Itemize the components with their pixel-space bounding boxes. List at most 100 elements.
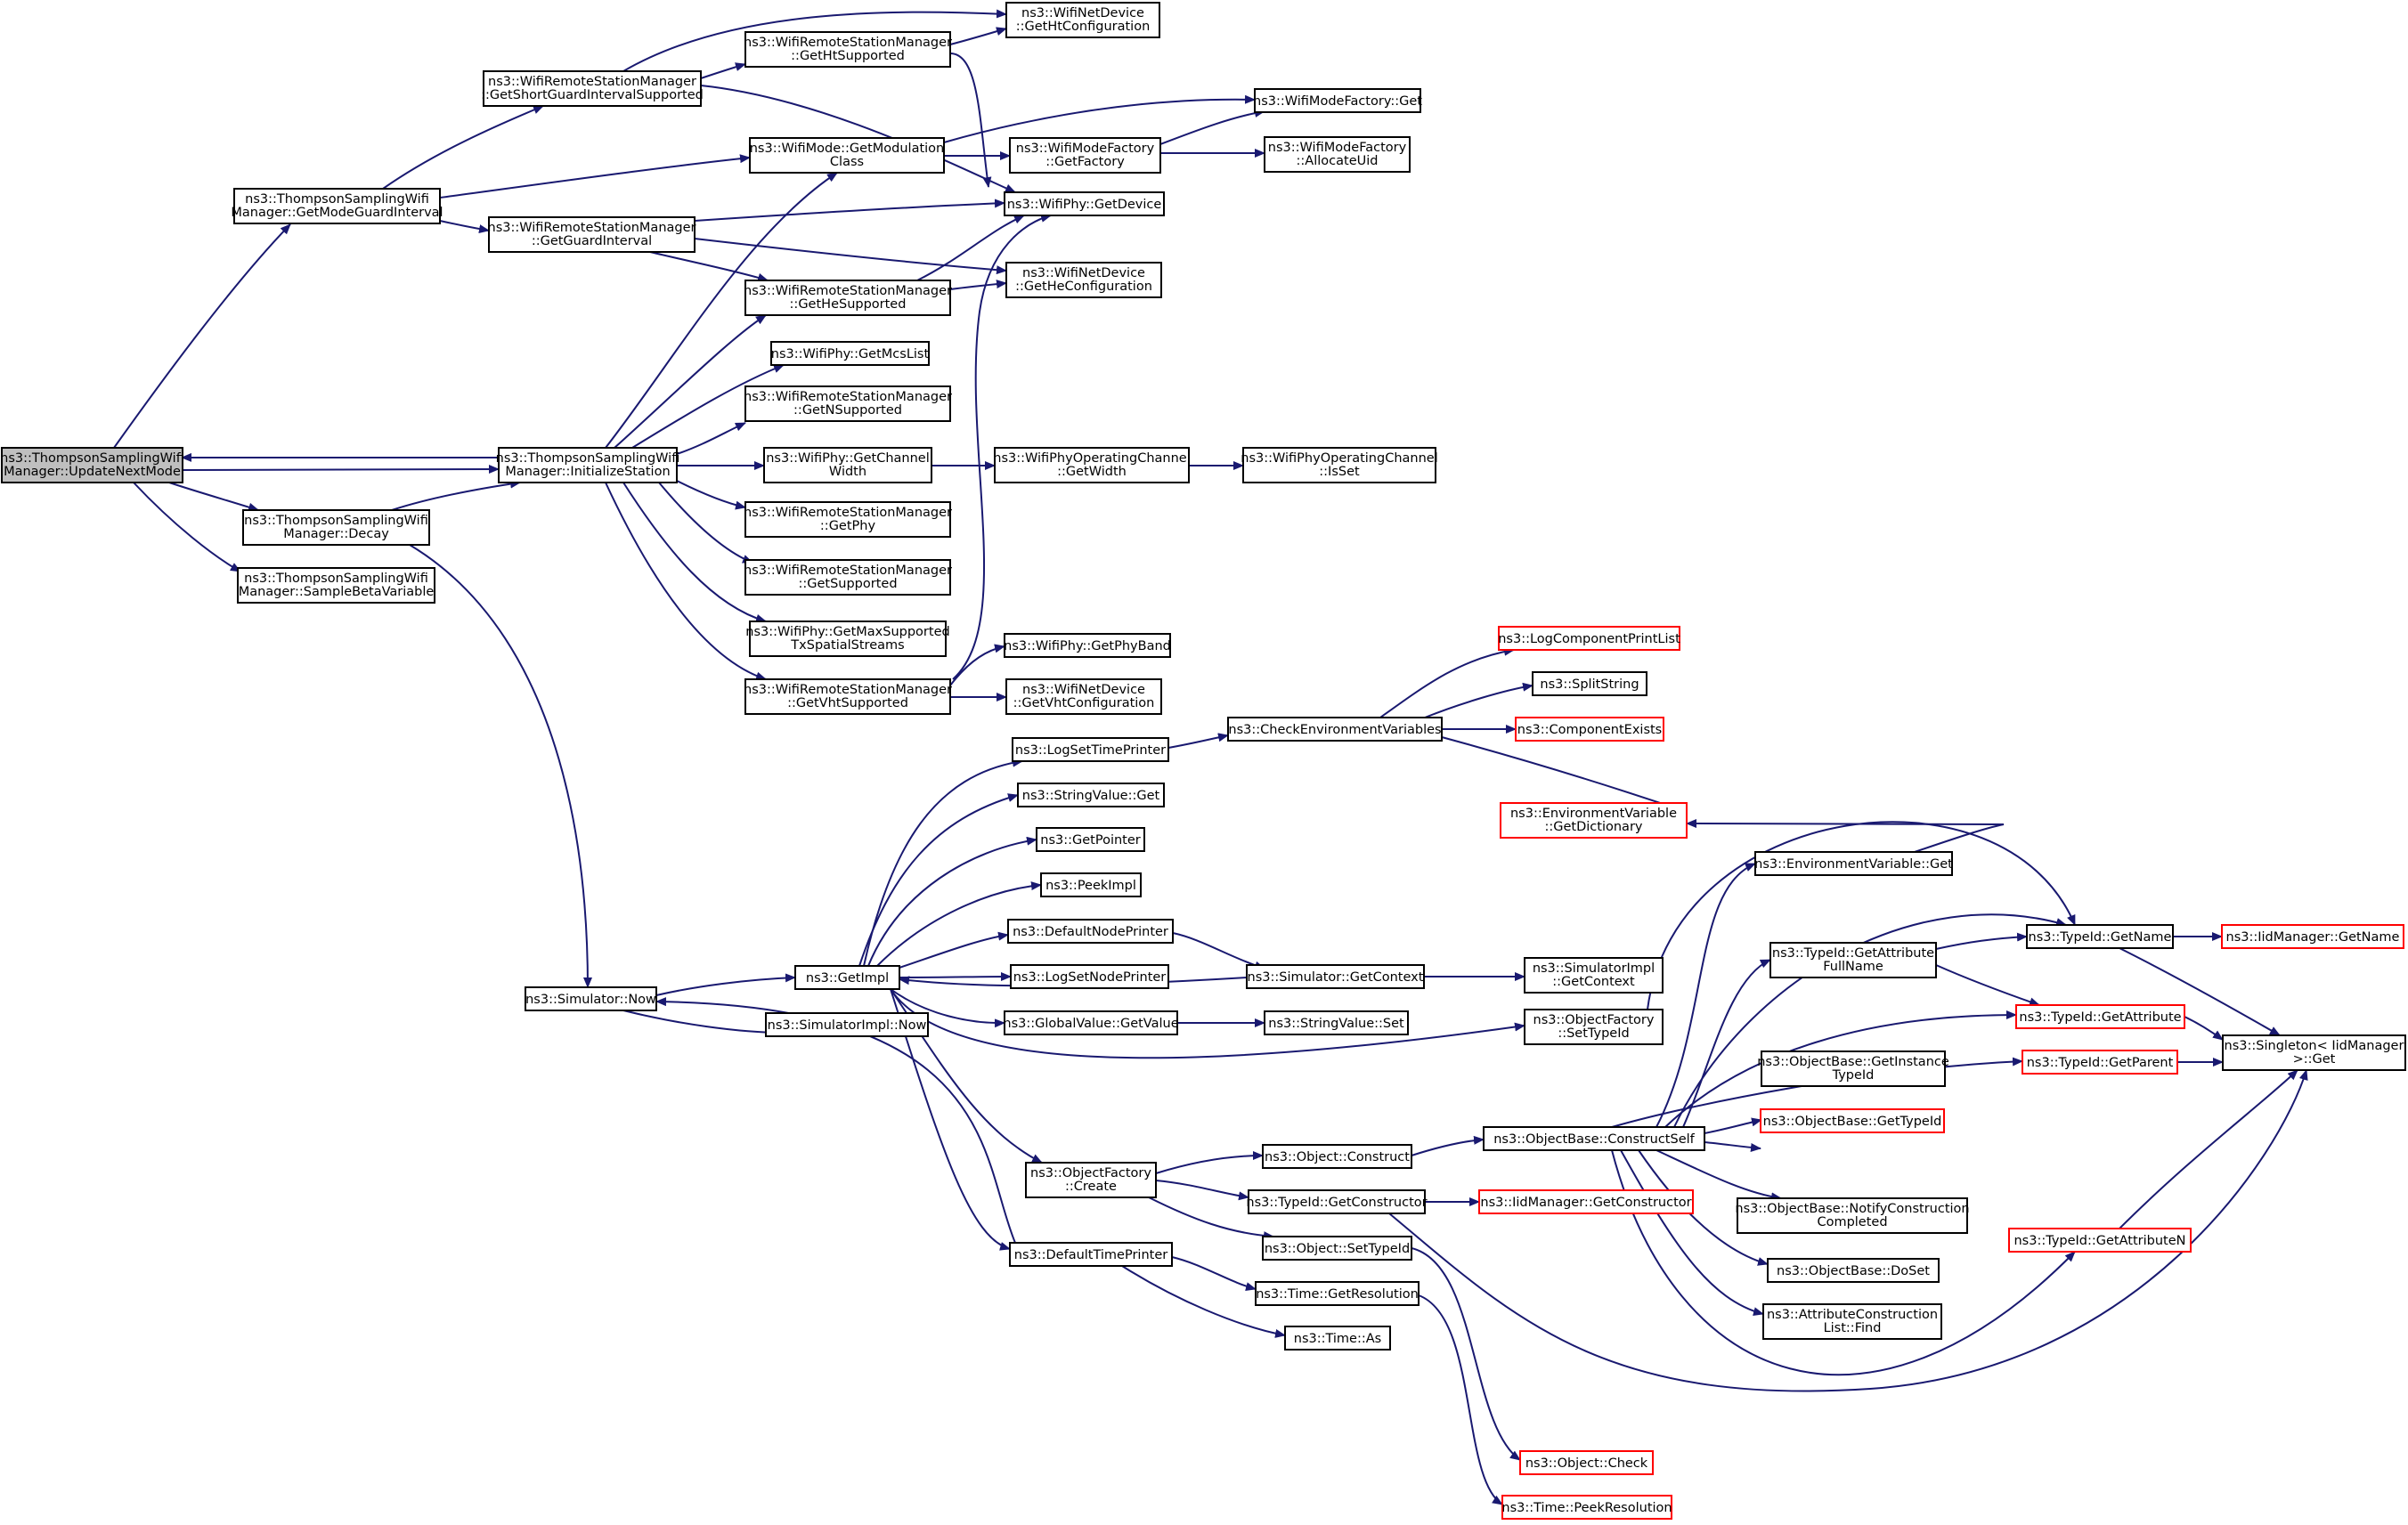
node-n41[interactable]: ns3::StringValue::Set bbox=[1264, 1010, 1409, 1035]
node-n65[interactable]: ns3::TypeId::GetAttribute bbox=[2015, 1004, 2185, 1029]
node-n49[interactable]: ns3::ComponentExists bbox=[1515, 717, 1664, 742]
node-n37[interactable]: ns3::ObjectFactory::Create bbox=[1025, 1162, 1157, 1198]
node-n26[interactable]: ns3::WifiPhyOperatingChannel::IsSet bbox=[1241, 447, 1438, 483]
node-label: TypeId bbox=[1832, 1068, 1875, 1083]
node-n0[interactable]: ns3::ThompsonSamplingWifiManager::Update… bbox=[0, 447, 184, 483]
node-n39[interactable]: ns3::CheckEnvironmentVariables bbox=[1227, 717, 1443, 742]
node-label: ns3::ObjectBase::GetTypeId bbox=[1763, 1115, 1942, 1129]
node-n7[interactable]: ns3::WifiRemoteStationManager::GetHtSupp… bbox=[744, 31, 952, 68]
node-n51[interactable]: ns3::SimulatorImpl::GetContext bbox=[1524, 957, 1664, 994]
node-n46[interactable]: ns3::Time::As bbox=[1284, 1326, 1391, 1351]
node-n62[interactable]: ns3::ObjectBase::DoSet bbox=[1767, 1258, 1940, 1283]
e-n0-n3 bbox=[168, 482, 259, 512]
node-label: ::GetDictionary bbox=[1545, 820, 1643, 834]
node-n23[interactable]: ns3::WifiNetDevice::GetVhtConfiguration bbox=[1005, 678, 1162, 715]
node-n19[interactable]: ns3::WifiPhy::GetDevice bbox=[1004, 191, 1165, 216]
node-n4[interactable]: ns3::ThompsonSamplingWifiManager::Sample… bbox=[237, 567, 435, 604]
node-n21[interactable]: ns3::WifiPhyOperatingChannel::GetWidth bbox=[993, 447, 1191, 483]
node-n2[interactable]: ns3::ThompsonSamplingWifiManager::Initia… bbox=[496, 447, 680, 483]
node-label: ::GetWidth bbox=[1057, 465, 1127, 479]
e-n16-n19 bbox=[952, 214, 1052, 680]
node-n43[interactable]: ns3::TypeId::GetConstructor bbox=[1246, 1189, 1428, 1214]
node-n67[interactable]: ns3::TypeId::GetAttributeN bbox=[2008, 1228, 2192, 1253]
node-n30[interactable]: ns3::LogSetTimePrinter bbox=[1012, 737, 1169, 762]
node-n18[interactable]: ns3::WifiModeFactory::GetFactory bbox=[1009, 137, 1161, 174]
node-n44[interactable]: ns3::Object::SetTypeId bbox=[1262, 1236, 1412, 1261]
node-n34[interactable]: ns3::DefaultNodePrinter bbox=[1007, 919, 1174, 944]
e-n38-n27 bbox=[655, 997, 1016, 1244]
node-n13[interactable]: ns3::WifiRemoteStationManager::GetPhy bbox=[744, 501, 952, 538]
node-n47[interactable]: ns3::LogComponentPrintList bbox=[1498, 626, 1680, 651]
node-n16[interactable]: ns3::WifiRemoteStationManager::GetVhtSup… bbox=[744, 678, 952, 715]
node-n28[interactable]: ns3::GetImpl bbox=[794, 965, 900, 990]
e-n8-n24 bbox=[943, 94, 1256, 143]
node-n32[interactable]: ns3::GetPointer bbox=[1036, 827, 1145, 852]
node-label: ns3::Simulator::GetContext bbox=[1248, 970, 1424, 985]
node-n6[interactable]: ns3::WifiRemoteStationManager::GetGuardI… bbox=[488, 216, 696, 253]
node-n42[interactable]: ns3::Object::Construct bbox=[1262, 1144, 1412, 1169]
node-n64[interactable]: ns3::TypeId::GetName bbox=[2026, 924, 2174, 949]
node-n9[interactable]: ns3::WifiRemoteStationManager::GetHeSupp… bbox=[744, 280, 952, 316]
e-n53-n61 bbox=[1656, 1149, 1782, 1202]
node-n22[interactable]: ns3::WifiPhy::GetPhyBand bbox=[1004, 633, 1171, 658]
node-n29[interactable]: ns3::SimulatorImpl::Now bbox=[765, 1012, 929, 1037]
node-n48[interactable]: ns3::SplitString bbox=[1532, 671, 1647, 696]
node-n52[interactable]: ns3::ObjectFactory::SetTypeId bbox=[1524, 1009, 1664, 1045]
node-n60[interactable]: ns3::ObjectBase::GetTypeId bbox=[1760, 1108, 1945, 1133]
node-n38[interactable]: ns3::DefaultTimePrinter bbox=[1009, 1242, 1173, 1267]
node-n25[interactable]: ns3::WifiModeFactory::AllocateUid bbox=[1264, 136, 1411, 173]
node-label: ::GetGuardInterval bbox=[532, 234, 652, 248]
node-label: ns3::WifiNetDevice bbox=[1021, 6, 1144, 20]
node-n50[interactable]: ns3::EnvironmentVariable::GetDictionary bbox=[1500, 802, 1688, 839]
node-box bbox=[1767, 1258, 1940, 1283]
e-n1-n5 bbox=[382, 105, 544, 190]
node-n61[interactable]: ns3::ObjectBase::NotifyConstructionCompl… bbox=[1735, 1197, 1970, 1234]
node-n33[interactable]: ns3::PeekImpl bbox=[1040, 872, 1142, 897]
node-label: Manager::UpdateNextMode bbox=[4, 465, 181, 479]
node-box bbox=[744, 280, 951, 316]
node-label: ns3::WifiModeFactory::Get bbox=[1253, 94, 1422, 109]
node-n10[interactable]: ns3::WifiPhy::GetMcsList bbox=[770, 341, 930, 366]
node-box bbox=[1, 447, 183, 483]
node-n55[interactable]: ns3::Object::Check bbox=[1519, 1450, 1654, 1475]
node-n66[interactable]: ns3::TypeId::GetParent bbox=[2022, 1050, 2178, 1075]
node-label: ns3::Simulator::Now bbox=[525, 993, 656, 1007]
node-n5[interactable]: ns3::WifiRemoteStationManager::GetShortG… bbox=[481, 70, 704, 107]
node-label: ns3::LogComponentPrintList bbox=[1498, 632, 1680, 646]
node-n11[interactable]: ns3::WifiRemoteStationManager::GetNSuppo… bbox=[744, 385, 952, 422]
e-n39-n50 bbox=[1441, 736, 1688, 814]
node-n14[interactable]: ns3::WifiRemoteStationManager::GetSuppor… bbox=[744, 559, 952, 596]
node-n68[interactable]: ns3::IidManager::GetName bbox=[2221, 924, 2404, 949]
node-n40[interactable]: ns3::Simulator::GetContext bbox=[1246, 964, 1425, 989]
node-n36[interactable]: ns3::GlobalValue::GetValue bbox=[1003, 1010, 1179, 1035]
node-n17[interactable]: ns3::WifiNetDevice::GetHtConfiguration bbox=[1005, 2, 1160, 38]
node-label: FullName bbox=[1823, 960, 1883, 974]
node-n57[interactable]: ns3::EnvironmentVariable::Get bbox=[1754, 851, 1953, 876]
node-n20[interactable]: ns3::WifiNetDevice::GetHeConfiguration bbox=[1005, 262, 1162, 298]
node-n53[interactable]: ns3::ObjectBase::ConstructSelf bbox=[1483, 1126, 1705, 1151]
node-box bbox=[1754, 851, 1953, 876]
node-label: Manager::GetModeGuardInterval bbox=[231, 206, 443, 220]
node-n69[interactable]: ns3::Singleton< IidManager >::Get bbox=[2222, 1034, 2406, 1071]
node-n15[interactable]: ns3::WifiPhy::GetMaxSupportedTxSpatialSt… bbox=[745, 621, 950, 657]
node-label: Manager::Decay bbox=[283, 527, 389, 541]
node-label: ::GetHeConfiguration bbox=[1015, 280, 1152, 294]
node-n27[interactable]: ns3::Simulator::Now bbox=[525, 986, 657, 1011]
node-n24[interactable]: ns3::WifiModeFactory::Get bbox=[1253, 88, 1422, 113]
node-n54[interactable]: ns3::IidManager::GetConstructor bbox=[1478, 1189, 1694, 1214]
e-n5-n7 bbox=[700, 62, 746, 79]
node-n56[interactable]: ns3::Time::PeekResolution bbox=[1501, 1495, 1672, 1520]
node-label: ns3::TypeId::GetAttribute bbox=[1772, 946, 1934, 961]
node-label: ns3::WifiRemoteStationManager bbox=[744, 36, 952, 50]
node-n45[interactable]: ns3::Time::GetResolution bbox=[1255, 1281, 1420, 1306]
node-n35[interactable]: ns3::LogSetNodePrinter bbox=[1010, 964, 1169, 989]
node-n1[interactable]: ns3::ThompsonSamplingWifiManager::GetMod… bbox=[231, 188, 443, 224]
node-n31[interactable]: ns3::StringValue::Get bbox=[1017, 783, 1165, 807]
node-label: ns3::WifiRemoteStationManager bbox=[744, 390, 952, 404]
